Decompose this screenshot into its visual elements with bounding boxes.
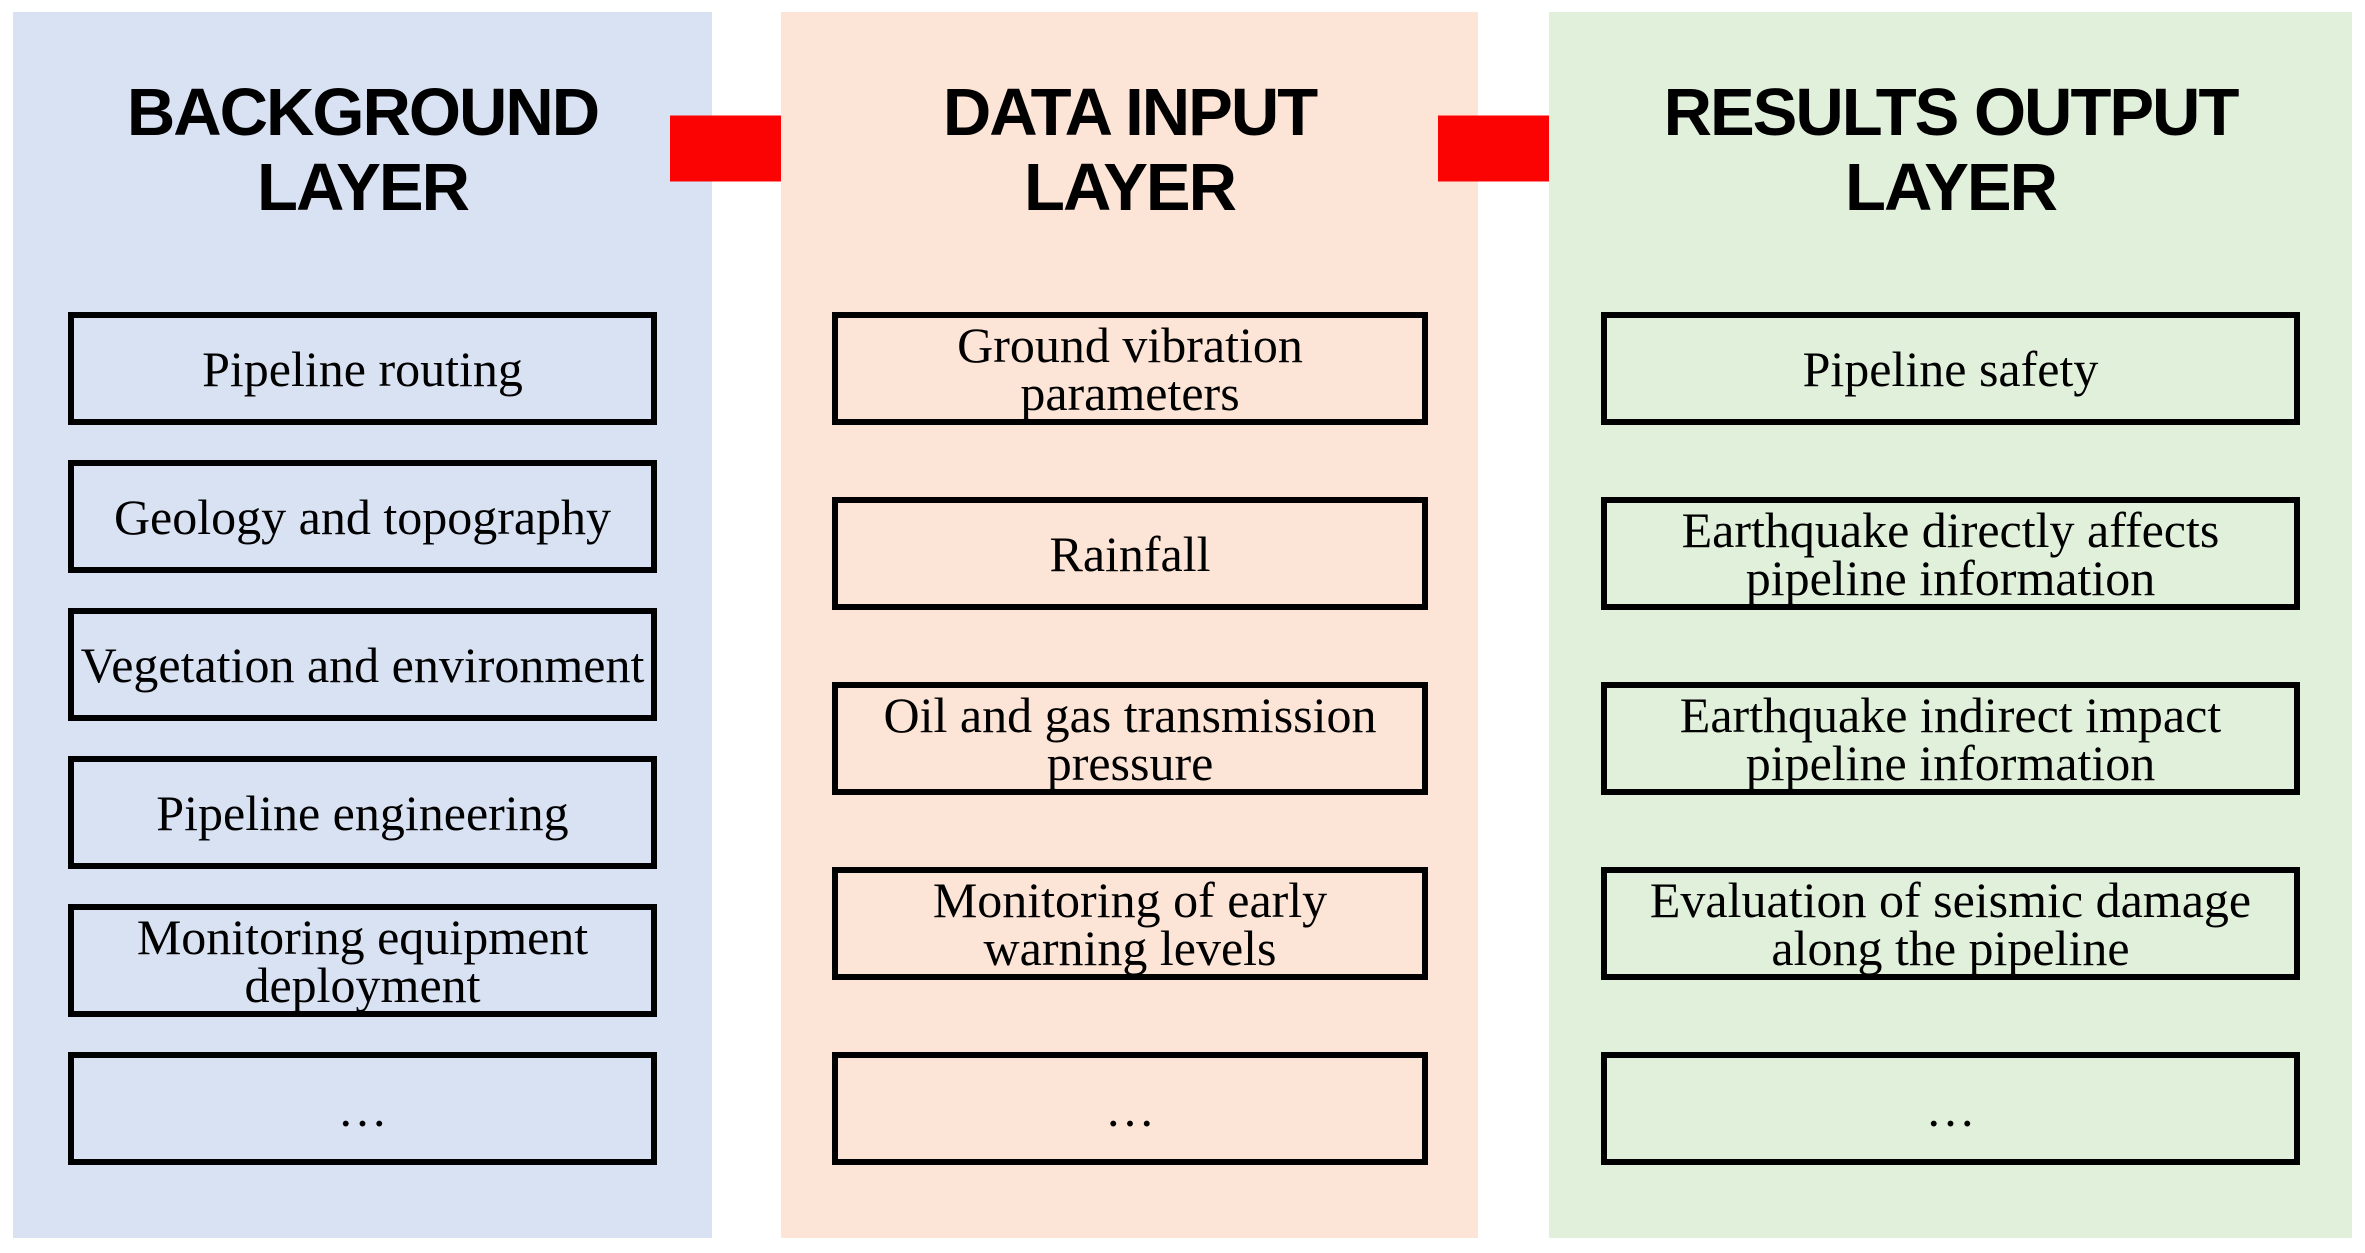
item-label: Evaluation of seismic damage xyxy=(1649,871,2252,928)
item-box-evaluation-seismic-damage: Evaluation of seismic damage along the p… xyxy=(1601,867,2300,980)
item-label: pressure xyxy=(1046,734,1214,791)
item-label: Monitoring of early xyxy=(932,871,1328,928)
item-box-oil-gas-transmission-pressure: Oil and gas transmission pressure xyxy=(832,682,1428,795)
item-box-rainfall: Rainfall xyxy=(832,497,1428,610)
item-box-pipeline-routing: Pipeline routing xyxy=(68,312,657,425)
item-label: warning levels xyxy=(983,919,1277,976)
column-background-layer: BACKGROUND LAYER Pipeline routing Geolog… xyxy=(13,12,712,1238)
item-label: Vegetation and environment xyxy=(80,636,645,693)
column-results-output-layer: RESULTS OUTPUT LAYER Pipeline safety Ear… xyxy=(1549,12,2352,1238)
item-box-earthquake-indirect-impact: Earthquake indirect impact pipeline info… xyxy=(1601,682,2300,795)
item-label: Pipeline engineering xyxy=(156,784,569,841)
column-title-background-layer: BACKGROUND LAYER xyxy=(13,75,712,225)
title-line: LAYER xyxy=(1845,150,2058,225)
item-box-monitoring-early-warning-levels: Monitoring of early warning levels xyxy=(832,867,1428,980)
item-label: Ground vibration xyxy=(957,316,1303,373)
item-label: pipeline information xyxy=(1745,734,2156,791)
item-label: Earthquake indirect impact xyxy=(1679,686,2222,743)
item-label: Earthquake directly affects xyxy=(1681,501,2220,558)
item-label: pipeline information xyxy=(1745,549,2156,606)
item-box-ellipsis: … xyxy=(1601,1052,2300,1165)
item-box-ellipsis: … xyxy=(68,1052,657,1165)
item-box-earthquake-directly-affects: Earthquake directly affects pipeline inf… xyxy=(1601,497,2300,610)
item-box-monitoring-equipment-deployment: Monitoring equipment deployment xyxy=(68,904,657,1017)
item-box-ground-vibration-parameters: Ground vibration parameters xyxy=(832,312,1428,425)
item-box-pipeline-engineering: Pipeline engineering xyxy=(68,756,657,869)
item-label: along the pipeline xyxy=(1771,919,2130,976)
item-label: Oil and gas transmission xyxy=(883,686,1377,743)
item-label: Monitoring equipment xyxy=(136,908,589,965)
item-label: … xyxy=(1925,1080,1976,1137)
title-line: DATA INPUT xyxy=(942,75,1318,150)
item-label: … xyxy=(1105,1080,1155,1137)
title-line: LAYER xyxy=(1024,150,1237,225)
title-line: RESULTS OUTPUT xyxy=(1663,75,2240,150)
item-label: parameters xyxy=(1020,364,1240,421)
item-label: Pipeline routing xyxy=(202,340,523,397)
column-data-input-layer: DATA INPUT LAYER Ground vibration parame… xyxy=(781,12,1478,1238)
column-title-results-output-layer: RESULTS OUTPUT LAYER xyxy=(1549,75,2352,225)
item-label: … xyxy=(337,1080,388,1137)
title-line: LAYER xyxy=(257,150,470,225)
item-box-pipeline-safety: Pipeline safety xyxy=(1601,312,2300,425)
item-label: Geology and topography xyxy=(113,488,612,545)
item-box-ellipsis: … xyxy=(832,1052,1428,1165)
item-label: Pipeline safety xyxy=(1802,340,2099,397)
column-title-data-input-layer: DATA INPUT LAYER xyxy=(781,75,1478,225)
item-box-vegetation-environment: Vegetation and environment xyxy=(68,608,657,721)
item-box-geology-topography: Geology and topography xyxy=(68,460,657,573)
item-label: Rainfall xyxy=(1049,525,1211,582)
title-line: BACKGROUND xyxy=(126,75,600,150)
item-label: deployment xyxy=(244,956,481,1013)
